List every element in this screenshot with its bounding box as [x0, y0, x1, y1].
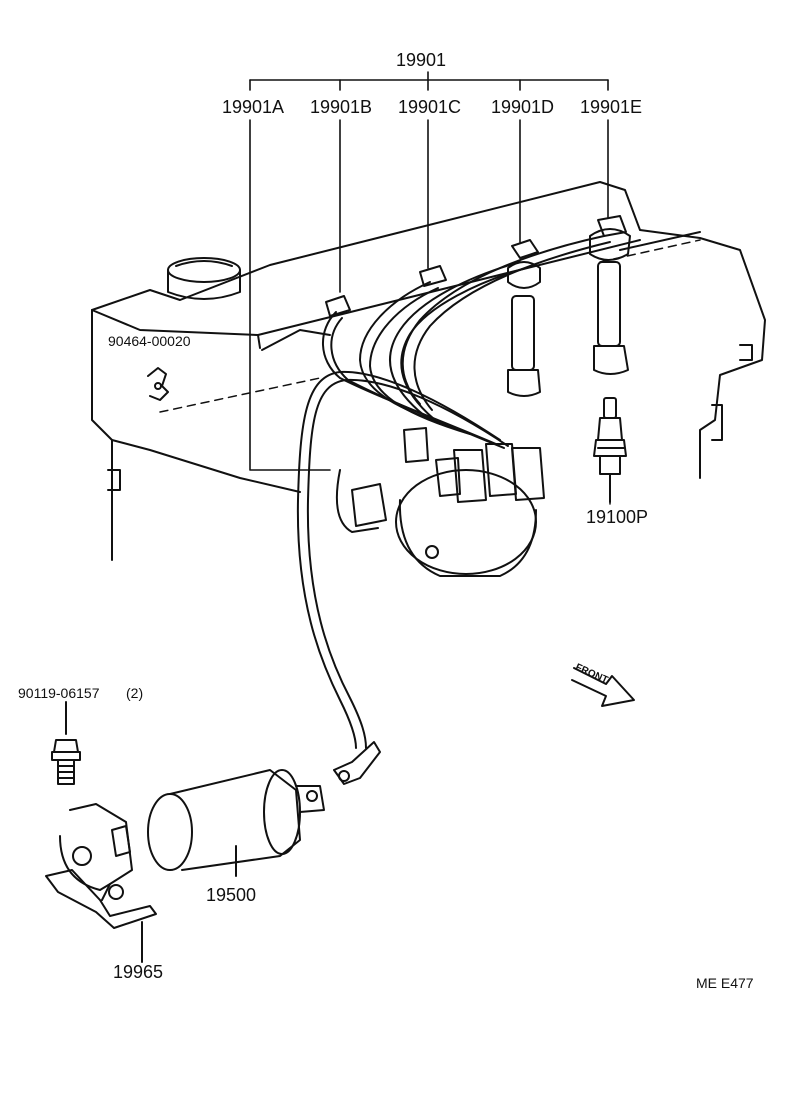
harness-leader-lines — [249, 71, 609, 471]
bracket-label: 19965 — [113, 962, 164, 982]
plug-boots — [325, 215, 631, 397]
spark-plug-label: 19100P — [586, 507, 649, 527]
cord-b-label: 19901B — [310, 97, 373, 117]
harness-set-label: 19901 — [396, 50, 447, 70]
cord-c-label: 19901C — [398, 97, 462, 117]
bolt-part — [51, 701, 81, 785]
cord-a-label: 19901A — [222, 97, 285, 117]
coil-bracket — [45, 803, 157, 963]
ignition-coil — [147, 741, 381, 877]
clamp-part — [147, 367, 169, 401]
bolt-quantity-label: (2) — [126, 685, 144, 701]
front-arrow — [571, 667, 635, 707]
figure-code-label: ME E477 — [696, 975, 754, 991]
coil-label: 19500 — [206, 885, 257, 905]
distributor — [335, 427, 545, 577]
cord-d-label: 19901D — [491, 97, 555, 117]
ignition-cords — [296, 235, 611, 749]
bolt-label: 90119-06157 — [18, 685, 100, 701]
cord-e-label: 19901E — [580, 97, 643, 117]
clamp-label: 90464-00020 — [108, 333, 191, 349]
engine-block — [91, 181, 766, 561]
